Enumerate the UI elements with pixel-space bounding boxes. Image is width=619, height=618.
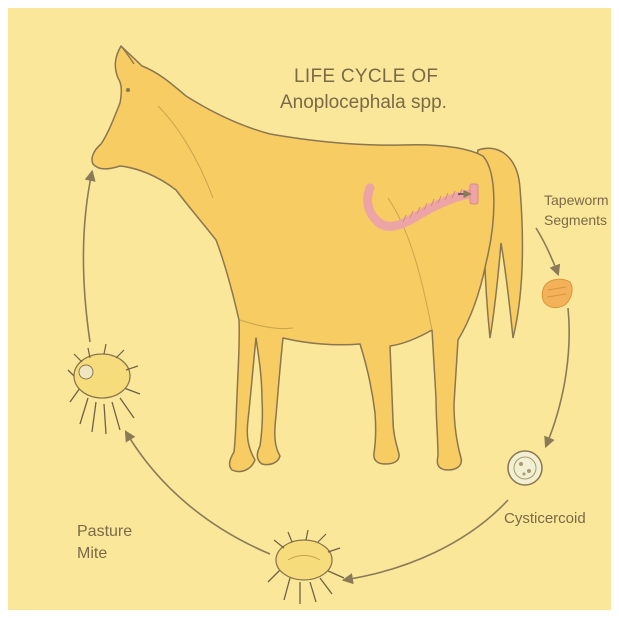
- tapeworm-segments-label-line-2: Segments: [544, 212, 607, 228]
- pasture-mite-bottom-body: [276, 540, 332, 580]
- horse-eye: [126, 88, 130, 92]
- cysticercoid-cyst: [508, 451, 542, 485]
- arrow-cysticercoid-to-mite: [344, 500, 508, 580]
- diagram-title-line-2: Anoplocephala spp.: [280, 92, 447, 114]
- tapeworm-segments-illustration: [542, 279, 572, 307]
- pasture-mite-left-illustration: [68, 344, 140, 434]
- arrow-tail-to-segments: [536, 228, 558, 274]
- tapeworm-segments-label-line-1: Tapeworm: [544, 192, 609, 208]
- arrow-mite-to-horse: [84, 172, 93, 342]
- pasture-mite-label-line-2: Mite: [77, 545, 107, 563]
- tapeworm-gravid-segment: [470, 184, 478, 204]
- cysticercoid-label: Cysticercoid: [504, 510, 586, 527]
- arrow-segments-to-cysticercoid: [546, 308, 569, 446]
- diagram-title-line-1: LIFE CYCLE OF: [294, 66, 438, 88]
- diagram-canvas: LIFE CYCLE OF Anoplocephala spp. Tapewor…: [8, 8, 611, 610]
- tapeworm-segments-blob: [542, 279, 572, 307]
- pasture-mite-bottom-illustration: [268, 530, 344, 604]
- cysticercoid-illustration: [508, 451, 542, 485]
- pasture-mite-label-line-1: Pasture: [77, 523, 132, 541]
